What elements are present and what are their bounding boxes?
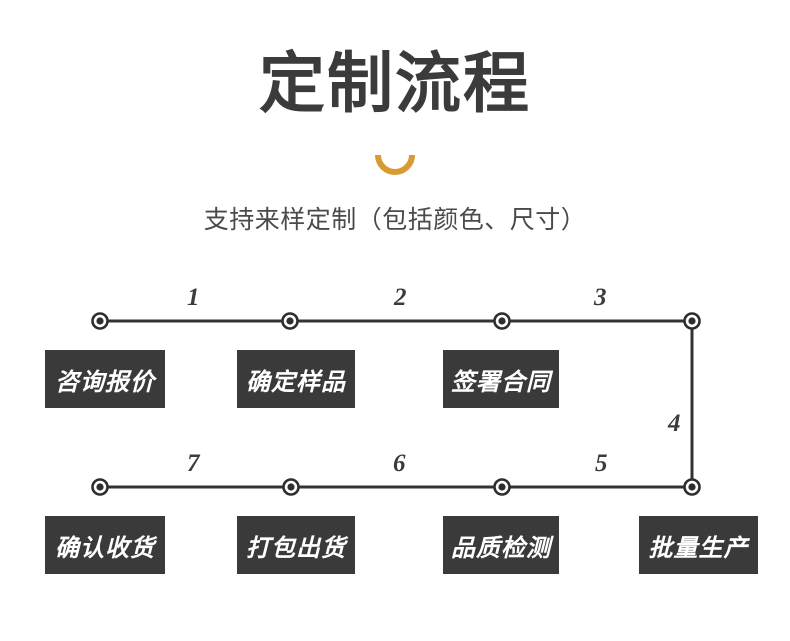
node-bottom-1[interactable] [91,478,109,496]
step-box-pack-ship[interactable]: 打包出货 [237,516,355,574]
node-top-4[interactable] [683,312,701,330]
flow-connector-lines [91,312,701,496]
u-arc-icon [375,154,415,175]
step-box-confirm-receipt[interactable]: 确认收货 [45,516,165,574]
step-number-4: 4 [668,410,681,437]
step-box-quality-inspection[interactable]: 品质检测 [443,516,559,574]
node-top-2[interactable] [281,312,299,330]
page-header: 定制流程 [0,0,790,122]
step-box-sign-contract[interactable]: 签署合同 [443,350,559,408]
node-bottom-4[interactable] [683,478,701,496]
node-bottom-2[interactable] [282,478,300,496]
step-number-3: 3 [594,284,607,311]
step-box-confirm-sample[interactable]: 确定样品 [237,350,355,408]
node-bottom-3[interactable] [493,478,511,496]
page-title: 定制流程 [259,46,531,120]
step-number-6: 6 [393,450,406,477]
process-flow-diagram: 1 2 3 4 7 6 5 咨询报价 确定样品 签署合同 确认收货 打包出货 品… [0,262,790,602]
node-top-1[interactable] [91,312,109,330]
step-box-mass-production[interactable]: 批量生产 [639,516,758,574]
step-number-7: 7 [187,450,200,477]
step-number-2: 2 [394,284,407,311]
step-number-1: 1 [187,284,200,311]
node-top-3[interactable] [493,312,511,330]
page-subtitle: 支持来样定制（包括颜色、尺寸） [203,206,587,234]
step-number-5: 5 [595,450,608,477]
step-box-inquiry-quote[interactable]: 咨询报价 [45,350,165,408]
title-arc-container [0,152,790,186]
